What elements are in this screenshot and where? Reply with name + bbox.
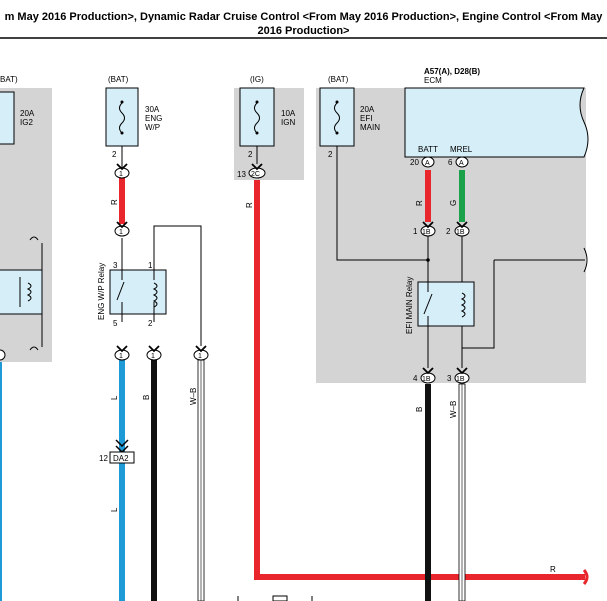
wire-wb-1: W–B [189, 359, 205, 601]
relay-eng-wp-pin5: 5 [113, 319, 118, 328]
wire-label-wb-2: W–B [449, 401, 458, 418]
page-title-line-1: m May 2016 Production>, Dynamic Radar Cr… [4, 11, 603, 23]
fuse-efi-main-name1: EFI [360, 114, 372, 123]
relay-efi-main: EFI MAIN Relay [405, 236, 588, 368]
connector-1b-1: 1B 1 [413, 225, 436, 237]
wire-red-batt [425, 170, 431, 222]
connector-a-mrel: A 6 [448, 156, 469, 168]
pin-2: 2 [446, 227, 451, 236]
connector-1b-4: 1B 4 [413, 372, 436, 384]
fuse-eng-wp-name1: ENG [145, 114, 162, 123]
wire-label-r-4: R [415, 200, 424, 206]
pin-6: 6 [448, 158, 453, 167]
fuse-eng-wp-name2: W/P [145, 123, 160, 132]
svg-text:1B: 1B [456, 229, 465, 236]
wire-label-wb-1: W–B [189, 388, 198, 405]
svg-text:1: 1 [151, 353, 155, 360]
fuse-efi-main-source: (BAT) [328, 75, 349, 84]
fuse-efi-main-rating: 20A [360, 105, 375, 114]
pin-1: 1 [413, 227, 418, 236]
fuse-ign-source: (IG) [250, 75, 264, 84]
ecm-pin-mrel: MREL [450, 145, 473, 154]
wire-thin-efi-fuse [336, 146, 428, 261]
fuse-efi-main-pin: 2 [328, 150, 333, 159]
wire-label-l-2: L [110, 507, 119, 512]
fuse-ig2-source: BAT) [0, 75, 18, 84]
wire-red-eng-wp [119, 178, 125, 224]
fuse-eng-wp: (BAT) 30A ENG W/P 2 [105, 75, 162, 159]
ecm-name: ECM [424, 76, 442, 85]
svg-text:A: A [459, 160, 464, 167]
svg-text:1: 1 [119, 353, 123, 360]
connector-chevrons [116, 163, 468, 375]
fuse-eng-wp-pin: 2 [112, 150, 117, 159]
page-title-line-2: 2016 Production> [257, 25, 350, 37]
pin-4: 4 [413, 374, 418, 383]
svg-text:1B: 1B [422, 376, 431, 383]
fuse-ig2-name: IG2 [20, 118, 33, 127]
connector-da2-label: DA2 [113, 454, 129, 463]
wire-red-ign [254, 180, 260, 580]
ecm-ref: A57(A), D28(B) [424, 67, 480, 76]
page-title: m May 2016 Production>, Dynamic Radar Cr… [0, 0, 607, 40]
svg-text:1: 1 [119, 229, 123, 236]
svg-text:1B: 1B [422, 229, 431, 236]
relay-efi-main-label: EFI MAIN Relay [405, 277, 414, 334]
wire-label-g: G [449, 200, 458, 206]
wire-black-b-2 [425, 384, 431, 601]
pin-13: 13 [237, 170, 246, 179]
fuse-eng-wp-source: (BAT) [108, 75, 129, 84]
fuse-eng-wp-rating: 30A [145, 105, 160, 114]
fuse-efi-main: (BAT) 20A EFI MAIN 2 [319, 75, 380, 159]
connector-1b-3: 1B 3 [447, 372, 470, 384]
pin-20: 20 [410, 158, 419, 167]
wire-label-l-1: L [110, 395, 119, 400]
fuse-efi-main-name2: MAIN [360, 123, 380, 132]
fuse-ign: (IG) 10A IGN 2 13 [237, 75, 296, 179]
ecm-block: A57(A), D28(B) ECM BATT MREL [404, 67, 589, 158]
wire-blue-l [119, 360, 125, 601]
fuse-ign-rating: 10A [281, 109, 296, 118]
connector-a-batt: A 20 [410, 156, 435, 168]
ecm-pin-batt: BATT [418, 145, 438, 154]
svg-text:2C: 2C [251, 171, 260, 178]
fuse-ig2: BAT) 20A IG2 [0, 75, 35, 145]
relay-eng-wp-pin1: 1 [148, 261, 153, 270]
connector-da2: DA2 12 [99, 439, 135, 464]
wire-thin-wb-top [153, 225, 202, 346]
relay-left-partial [0, 236, 43, 351]
connector-1-b: 1 [114, 225, 130, 237]
pin-3: 3 [447, 374, 452, 383]
relay-eng-wp-label: ENG W/P Relay [97, 263, 106, 320]
wire-black-b-1 [151, 360, 157, 601]
fuse-ig2-rating: 20A [20, 109, 35, 118]
wire-red-bottom [254, 574, 585, 580]
wire-label-r-2: R [245, 202, 254, 208]
svg-text:1: 1 [198, 353, 202, 360]
wire-wb-2: W–B [449, 383, 466, 601]
relay-eng-wp: 3 1 5 2 ENG W/P Relay [97, 261, 167, 328]
relay-eng-wp-pin2: 2 [148, 319, 153, 328]
fuse-ign-name: IGN [281, 118, 295, 127]
wire-label-b-1: B [142, 395, 151, 400]
svg-text:A: A [425, 160, 430, 167]
pin-12: 12 [99, 454, 108, 463]
wire-label-r-3: R [550, 565, 556, 574]
relay-eng-wp-pin3: 3 [113, 261, 118, 270]
wire-label-b-2: B [415, 407, 424, 412]
svg-text:1B: 1B [456, 376, 465, 383]
fuse-ign-pin: 2 [248, 150, 253, 159]
wire-green-mrel [459, 170, 465, 222]
connector-1b-2: 1B 2 [446, 225, 470, 237]
connector-left-partial [0, 349, 6, 361]
wire-label-r-1: R [110, 199, 119, 205]
svg-text:1: 1 [119, 171, 123, 178]
